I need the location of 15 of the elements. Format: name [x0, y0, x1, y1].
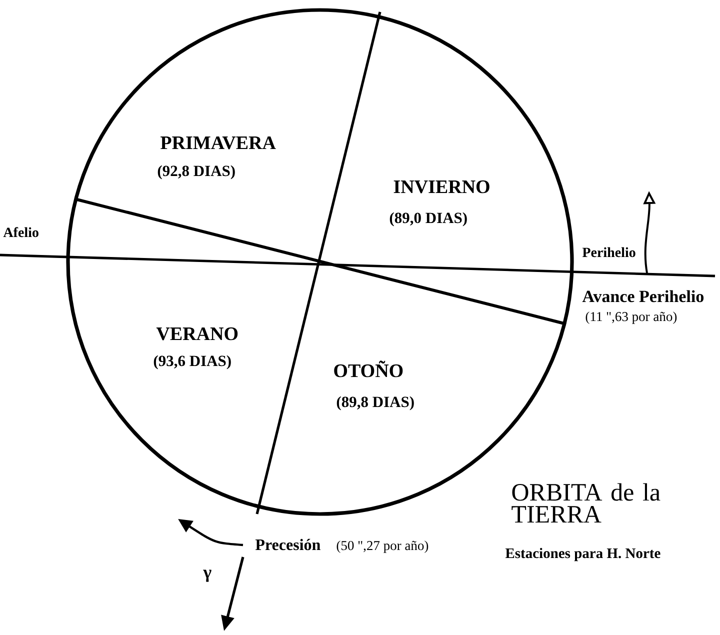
season-label: OTOÑO [334, 360, 403, 378]
duration-label: (89,8 DIAS) [336, 396, 414, 410]
rate-note: (11 ",63 por año) [586, 312, 677, 324]
point-label: Afelio [3, 227, 38, 238]
duration-label: (92,8 DIAS) [158, 165, 235, 180]
gamma-symbol: γ [203, 570, 212, 582]
rate-note: (50 ",27 por año) [336, 540, 428, 553]
duration-label: (89,0 DIAS) [390, 212, 467, 226]
subtitle: Estaciones para H. Norte [505, 548, 660, 562]
season-label: PRIMAVERA [160, 136, 276, 150]
diagram-title: ORBITA de la TIERRA [512, 483, 660, 523]
duration-label: (93,6 DIAS) [154, 355, 231, 370]
arrow-label: Precesión [255, 538, 320, 550]
season-label: INVIERNO [394, 180, 490, 194]
season-label: VERANO [156, 327, 238, 340]
